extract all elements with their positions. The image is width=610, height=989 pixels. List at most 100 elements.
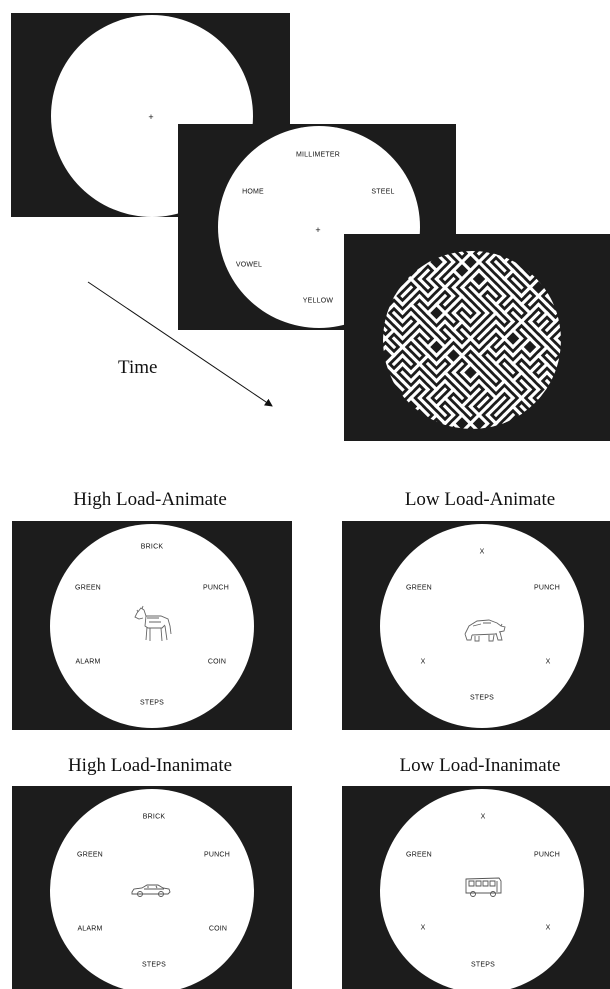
maze-segment xyxy=(383,319,397,333)
maze-segment xyxy=(408,293,422,307)
maze-segment xyxy=(434,327,448,341)
maze-segment xyxy=(502,327,516,341)
maze-segment xyxy=(493,327,507,341)
maze-segment xyxy=(485,327,499,341)
maze-segment xyxy=(434,336,448,350)
maze-segment xyxy=(434,361,448,375)
maze-segment xyxy=(442,387,456,401)
word-top: BRICK xyxy=(140,543,164,551)
word-array-screen: + MILLIMETER HOME STEEL VOWEL YELLOW xyxy=(178,124,456,330)
maze-segment xyxy=(459,319,473,333)
mask-screen xyxy=(344,234,610,441)
maze-segment xyxy=(383,353,397,367)
condition-title: High Load-Inanimate xyxy=(67,755,233,776)
maze-segment xyxy=(468,327,482,341)
maze-segment xyxy=(417,378,431,392)
maze-segment xyxy=(476,336,490,350)
maze-segment xyxy=(459,259,473,273)
maze-segment xyxy=(502,412,516,426)
maze-segment xyxy=(468,310,482,324)
maze-segment xyxy=(391,370,405,384)
maze-segment xyxy=(536,378,550,392)
maze-segment xyxy=(400,319,414,333)
maze-segment xyxy=(459,378,473,392)
maze-segment xyxy=(400,302,414,316)
condition-circle xyxy=(380,789,584,989)
maze-segment xyxy=(459,361,473,375)
maze-segment xyxy=(451,293,465,307)
maze-segment xyxy=(434,378,448,392)
maze-segment xyxy=(408,353,422,367)
maze-segment xyxy=(476,276,490,290)
maze-segment xyxy=(400,276,414,290)
maze-segment xyxy=(425,327,439,341)
maze-segment xyxy=(425,370,439,384)
maze-segment xyxy=(459,395,473,409)
maze-segment xyxy=(544,327,558,341)
maze-segment xyxy=(519,353,533,367)
maze-segment xyxy=(417,336,431,350)
maze-segment xyxy=(383,319,388,333)
maze-segment xyxy=(510,404,524,418)
maze-segment xyxy=(468,387,482,401)
maze-segment xyxy=(400,353,414,367)
horse-drawing xyxy=(134,605,172,642)
condition-panel-low-inanimate: X GREEN PUNCH X X STEPS xyxy=(342,786,610,989)
maze-segment xyxy=(417,319,431,333)
maze-segment xyxy=(476,268,490,282)
maze-segment xyxy=(527,336,541,350)
maze-segment xyxy=(527,302,541,316)
maze-segment xyxy=(519,276,533,290)
maze-segment xyxy=(468,319,482,333)
maze-segment xyxy=(519,387,533,401)
array-word-bottom-left: VOWEL xyxy=(235,261,263,269)
maze-segment xyxy=(434,285,448,299)
maze-segment xyxy=(527,327,541,341)
maze-segment xyxy=(519,327,533,341)
maze-segment xyxy=(519,361,533,375)
maze-segment xyxy=(425,302,439,316)
word-bottom: STEPS xyxy=(142,961,166,969)
maze-segment xyxy=(434,412,448,426)
maze-segment xyxy=(485,268,499,282)
maze-segment xyxy=(425,395,439,409)
maze-segment xyxy=(459,344,473,358)
maze-segment xyxy=(553,319,561,333)
maze-segment xyxy=(417,302,431,316)
maze-segment xyxy=(502,370,516,384)
maze-segment xyxy=(425,276,439,290)
word-upper-left: GREEN xyxy=(77,851,103,859)
maze-segment xyxy=(519,302,533,316)
maze-segment xyxy=(536,293,550,307)
maze-segment xyxy=(510,276,524,290)
maze-segment xyxy=(485,310,499,324)
maze-segment xyxy=(493,344,507,358)
maze-segment xyxy=(442,293,456,307)
condition-circle xyxy=(50,524,254,728)
maze-segment xyxy=(451,370,465,384)
maze-segment xyxy=(485,251,499,265)
maze-segment xyxy=(434,310,448,324)
maze-segment xyxy=(510,319,524,333)
maze-segment xyxy=(425,293,439,307)
maze-segment xyxy=(527,310,541,324)
maze-segment xyxy=(442,395,456,409)
maze-segment xyxy=(383,310,397,324)
maze-segment xyxy=(493,310,507,324)
maze-segment xyxy=(468,293,482,307)
maze-segment xyxy=(527,319,541,333)
maze-segment xyxy=(400,310,414,324)
maze-segment xyxy=(468,344,482,358)
maze-segment xyxy=(383,336,388,350)
maze-segment xyxy=(476,370,490,384)
maze-segment xyxy=(544,319,558,333)
maze-segment xyxy=(510,395,524,409)
fixation-cross: + xyxy=(148,112,154,122)
maze-segment xyxy=(519,378,533,392)
word-lower-right: COIN xyxy=(207,658,227,666)
maze-segment xyxy=(510,378,524,392)
array-word-top: MILLIMETER xyxy=(295,151,341,159)
maze-segment xyxy=(442,344,456,358)
word-upper-left: GREEN xyxy=(406,851,432,859)
maze-segment xyxy=(451,327,465,341)
